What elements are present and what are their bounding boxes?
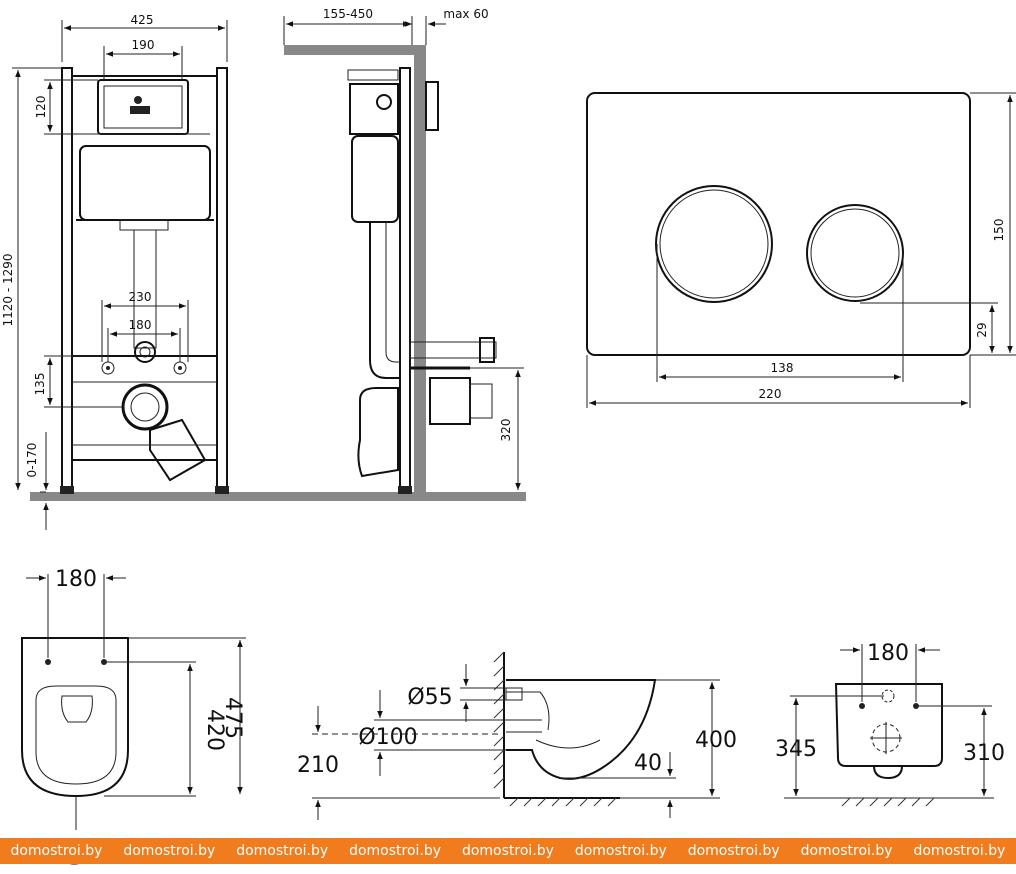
watermark-text: domostroi.by [687, 843, 780, 859]
bowl-back-outline [834, 683, 943, 767]
plate-height-label: 150 [992, 219, 1006, 242]
watermark-text: domostroi.by [10, 843, 103, 859]
flush-plate-outline [586, 92, 971, 356]
frame-right-post [216, 67, 228, 493]
flush-plate-view: 150 29 138 220 [586, 92, 1016, 408]
watermark-text: domostroi.by [800, 843, 893, 859]
side-cistern [351, 135, 399, 223]
bolt-outer-span-label: 230 [129, 290, 152, 304]
drain-height-label: 135 [33, 373, 47, 396]
frame-front-view: 425 190 120 1120 - 1290 230 180 135 0 [1, 13, 390, 530]
button-span-label: 138 [771, 361, 794, 375]
watermark-text: domostroi.by [574, 843, 667, 859]
watermark-text: domostroi.by [461, 843, 554, 859]
opening-width-label: 190 [132, 38, 155, 52]
flush-pipe [133, 229, 157, 349]
total-height-label: 1120 - 1290 [1, 253, 15, 326]
floor-slab [30, 492, 390, 501]
drain-outlet [121, 383, 169, 431]
plate-width-label: 220 [759, 387, 782, 401]
side-drain-height-label: 320 [499, 419, 513, 442]
button-offset-label: 29 [975, 322, 989, 337]
inlet-diameter-label: Ø55 [407, 685, 452, 710]
back-left-height-label: 345 [775, 737, 817, 762]
watermark-text: domostroi.by [349, 843, 442, 859]
bowl-back-view: 180 345 310 [775, 641, 1005, 807]
opening-height-label: 120 [34, 96, 48, 119]
bowl-side-view: Ø55 Ø100 210 40 400 [297, 651, 737, 820]
back-bolt-span-label: 180 [867, 641, 909, 666]
watermark-text: domostroi.by [913, 843, 1006, 859]
depth-range-label: 155-450 [323, 7, 373, 21]
bowl-outer-length-label: 475 [220, 697, 245, 739]
watermark-text: domostroi.by [123, 843, 216, 859]
rim-height-label: 40 [634, 751, 662, 776]
back-right-height-label: 310 [963, 741, 1005, 766]
frame-width-label: 425 [131, 13, 154, 27]
bowl-top-view: 180 420 475 30 [21, 567, 246, 866]
outlet-diameter-label: Ø100 [358, 725, 417, 750]
watermark-text: domostroi.by [236, 843, 329, 859]
bottom-adjust-label: 0-170 [25, 443, 39, 478]
frame-left-post [61, 67, 73, 493]
bowl-top-bolt-span-label: 180 [55, 567, 97, 592]
bolt-inner-span-label: 180 [129, 318, 152, 332]
max-thickness-label: max 60 [443, 7, 488, 21]
wall-section [414, 45, 426, 493]
bowl-height-label: 400 [695, 728, 737, 753]
bowl-inner-length-label: 420 [202, 709, 227, 751]
watermark-strip: domostroi.by domostroi.by domostroi.by d… [0, 838, 1016, 864]
bowl-section [506, 679, 657, 780]
frame-side-view: 155-450 max 60 320 [283, 7, 526, 501]
outlet-height-label: 210 [297, 753, 339, 778]
flush-button-large [655, 185, 773, 303]
cistern [79, 145, 211, 221]
flush-button-small [806, 204, 904, 302]
